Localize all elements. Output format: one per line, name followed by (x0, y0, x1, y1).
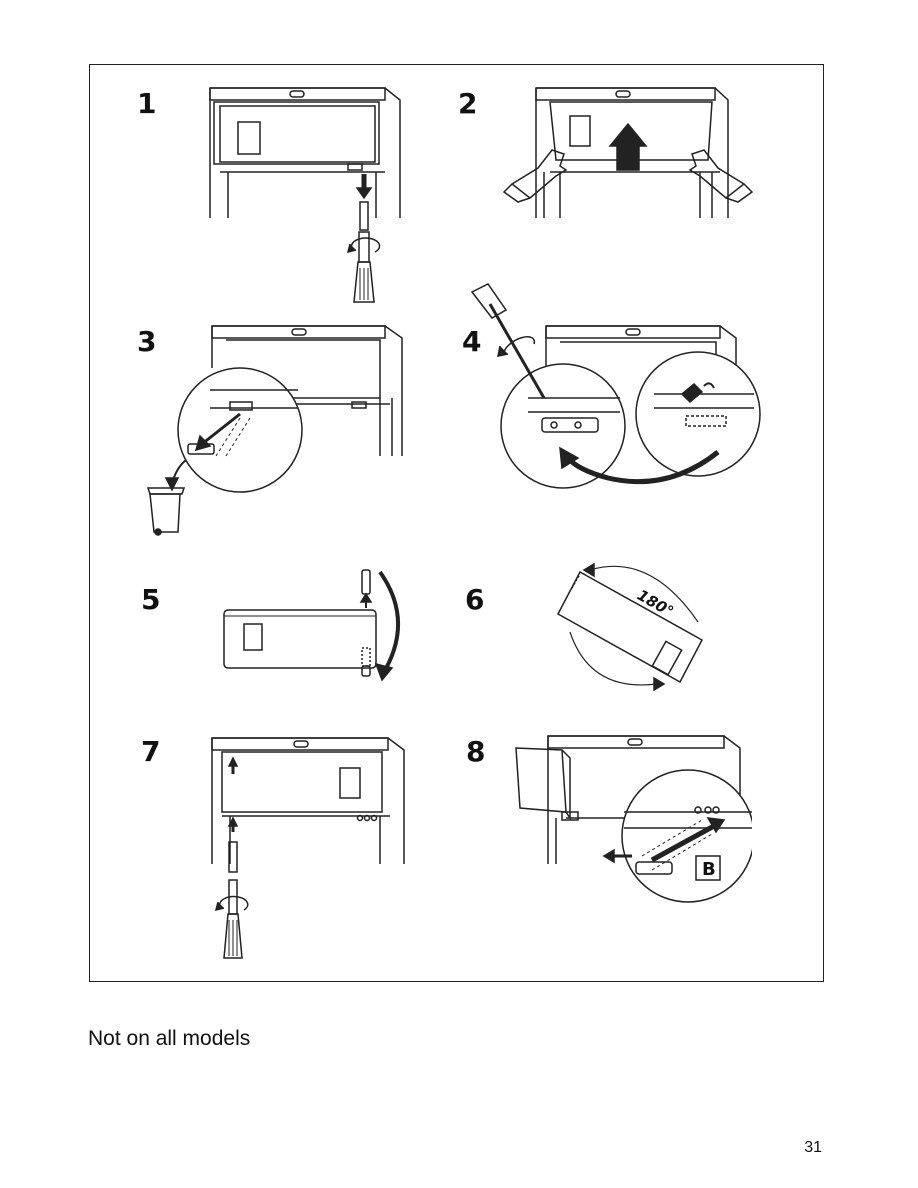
rotation-label: 180° (634, 586, 677, 621)
figure-1-remove-hinge-pin (200, 80, 410, 310)
figure-2-lift-door (500, 80, 760, 225)
part-b-label: B (702, 859, 716, 880)
figure-8-fit-part-b: B (512, 728, 752, 908)
step-number-6: 6 (465, 586, 484, 614)
figure-4-transfer-bracket (468, 282, 778, 497)
caption-note: Not on all models (88, 1027, 250, 1051)
figure-3-remove-bracket (140, 318, 410, 543)
figure-5-move-pin (218, 560, 418, 685)
step-number-2: 2 (458, 90, 477, 118)
step-number-1: 1 (137, 90, 156, 118)
figure-7-reinstall-door (200, 730, 410, 965)
step-number-7: 7 (141, 738, 160, 766)
figure-6-rotate-door: 180° (550, 552, 720, 702)
page-number: 31 (804, 1139, 822, 1157)
step-number-8: 8 (466, 738, 485, 766)
step-number-5: 5 (141, 586, 160, 614)
